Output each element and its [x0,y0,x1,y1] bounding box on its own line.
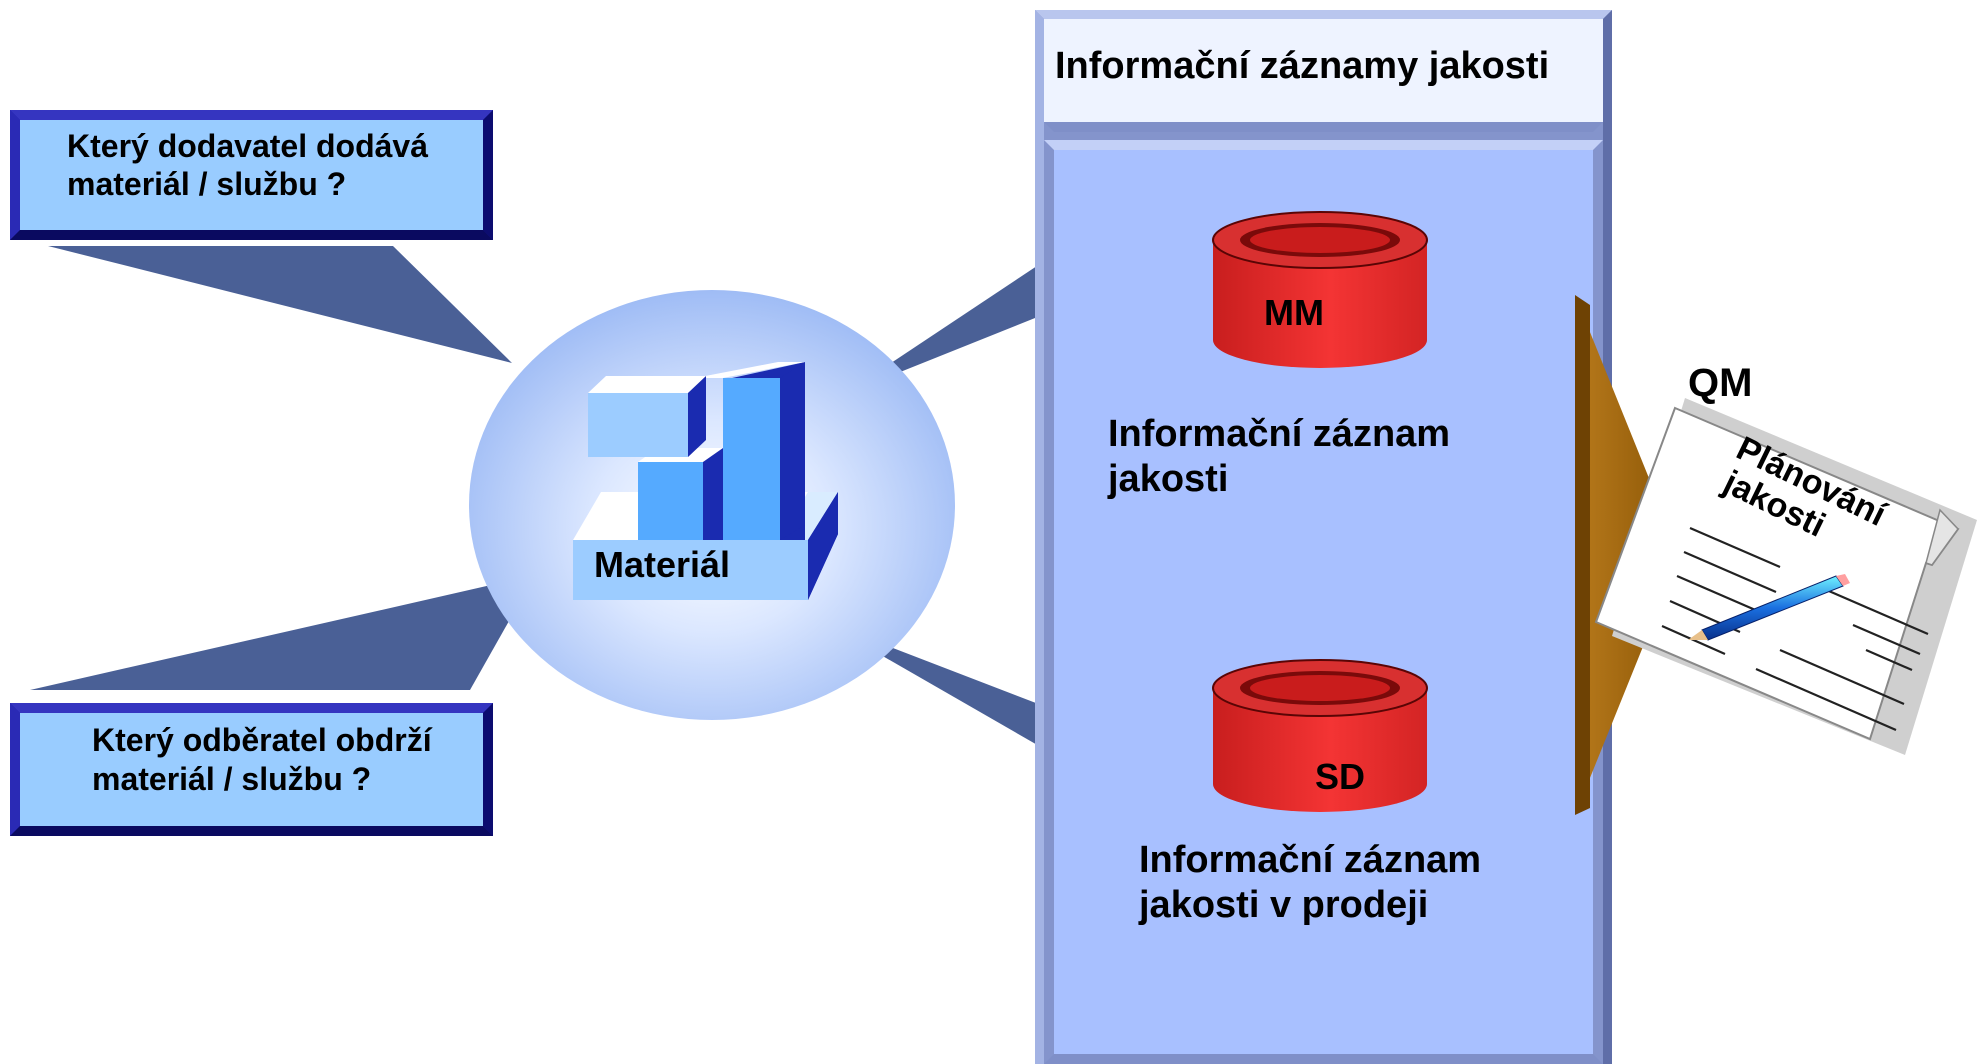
customer-question-line2: materiál / službu ? [92,761,372,797]
mm-record-caption-line1: Informační záznam [1108,413,1451,455]
sd-db-label: SD [1315,756,1366,797]
mm-pointer [843,252,1075,395]
mm-record-caption-line2: jakosti [1108,458,1229,500]
supplier-question-line1: Který dodavatel dodává [67,128,428,164]
mm-database-cylinder-icon [1212,211,1428,368]
sd-database-cylinder-icon [1212,659,1428,812]
customer-question-line1: Který odběratel obdrží [92,722,432,758]
supplier-question-line2: materiál / službu ? [67,166,347,202]
building-blocks-icon [573,362,838,600]
customer-pointer [30,575,535,690]
flow-arrow-edge [1575,295,1590,815]
customer-question-box [10,703,493,836]
sd-record-caption-line1: Informační záznam [1139,839,1482,881]
material-label: Materiál [594,544,731,585]
document-with-pen-icon [1594,398,1977,755]
sd-record-caption-line2: jakosti v prodeji [1139,884,1429,926]
supplier-question-box [10,110,493,240]
mm-db-label: MM [1264,292,1324,333]
panel-title: Informační záznamy jakosti [1055,45,1550,87]
qm-label: QM [1688,361,1753,405]
supplier-pointer [48,246,512,363]
